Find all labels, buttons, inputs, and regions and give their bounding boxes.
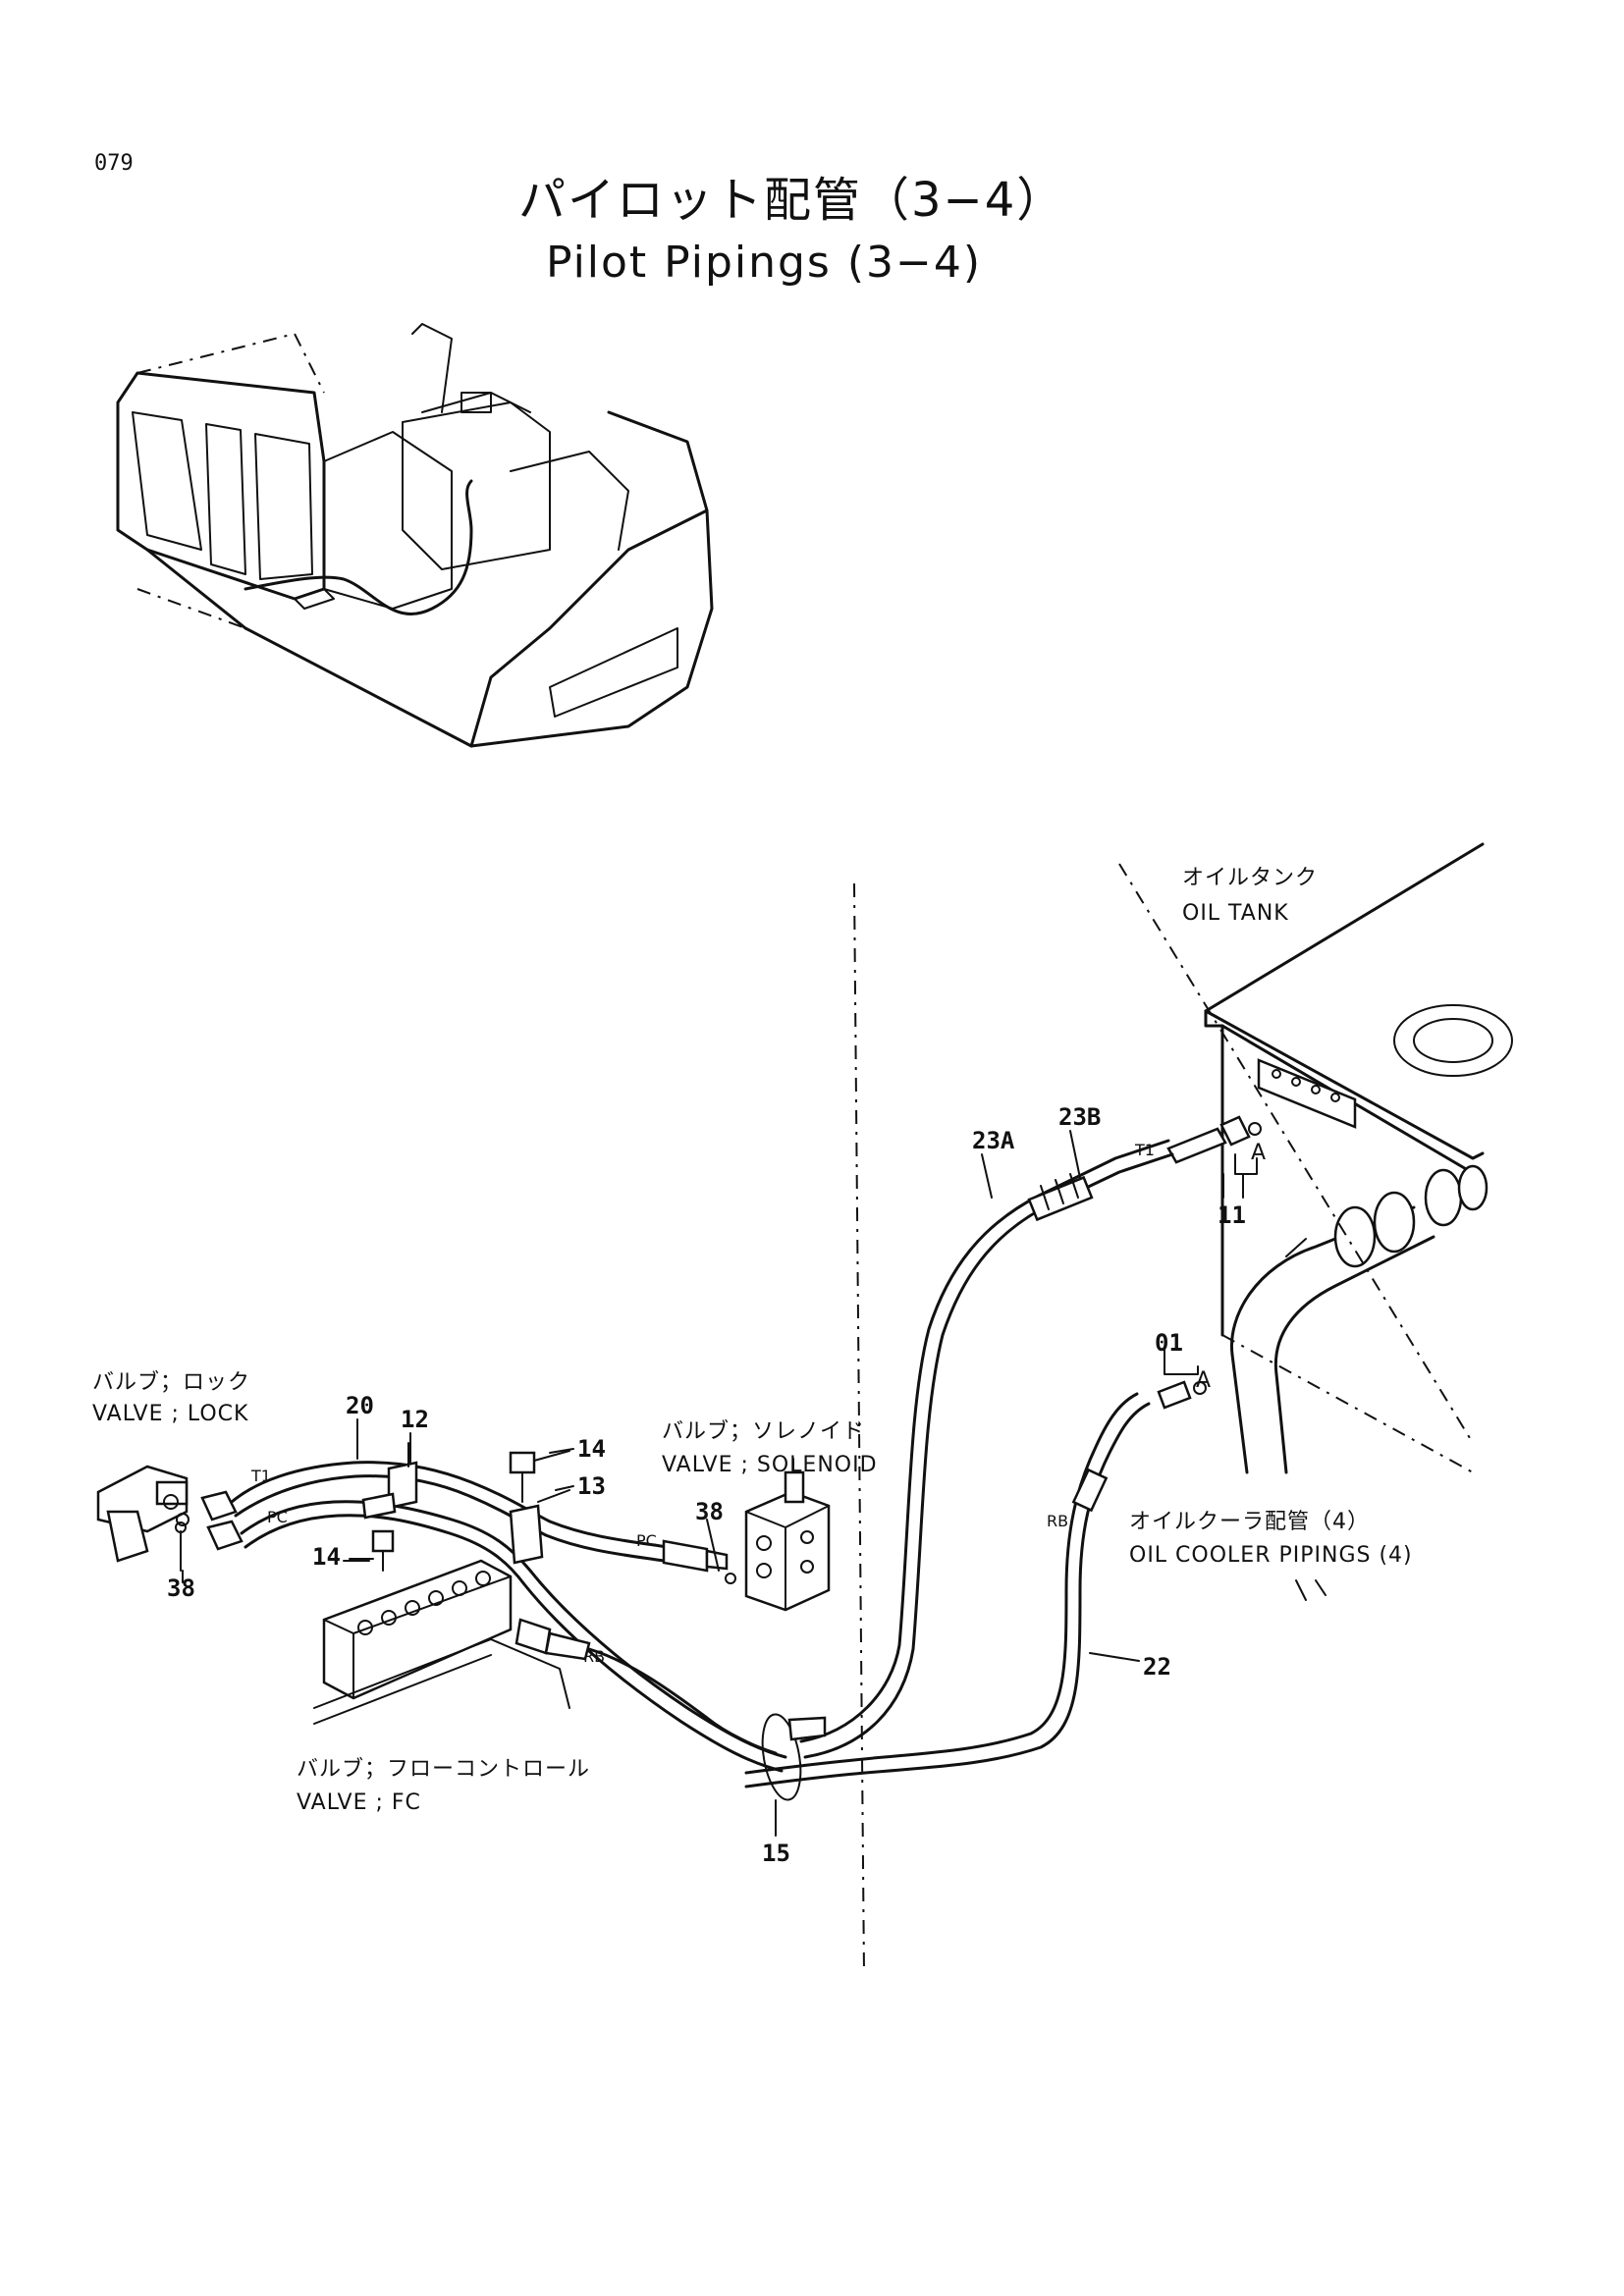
page-title-en: Pilot Pipings (3−4) [546, 238, 983, 288]
oil-cooler-label-en: OIL COOLER PIPINGS (4) [1129, 1543, 1413, 1568]
page-title-jp: パイロット配管（3−4） [518, 173, 1066, 228]
valve-fc-label-en: VALVE ; FC [297, 1790, 421, 1815]
valve-solenoid-label-jp: バルブ；ソレノイド [662, 1419, 866, 1444]
part-number-14-top: 14 [577, 1435, 606, 1463]
part-number-23a: 23A [972, 1127, 1015, 1154]
fc-valve-drawing [313, 1559, 778, 1755]
oil-tank-label-en: OIL TANK [1182, 901, 1289, 926]
valve-lock-label-en: VALVE ; LOCK [92, 1402, 249, 1426]
leader-lines [182, 1130, 1224, 1583]
solenoid-valve-drawing [744, 1458, 831, 1612]
valve-lock-label-jp: バルブ；ロック [92, 1370, 251, 1395]
clamp-13-drawing [509, 1450, 570, 1565]
oil-cooler-label-jp: オイルクーラ配管（4） [1129, 1510, 1370, 1534]
port-label-a-cooler: A [1196, 1368, 1213, 1393]
part-number-12: 12 [401, 1406, 429, 1433]
centerline [853, 882, 865, 1974]
clamp-15-drawing [761, 1713, 827, 1837]
port-label-a-tank: A [1251, 1141, 1268, 1165]
part-number-38-solenoid: 38 [695, 1498, 724, 1525]
hose-20-drawing [230, 1461, 787, 1773]
part-number-23b: 23B [1058, 1103, 1102, 1131]
part-number-20: 20 [346, 1392, 374, 1419]
part-number-38-lock: 38 [167, 1575, 195, 1602]
part-number-14-bottom: 14 [312, 1543, 341, 1571]
oil-tank-drawing [1204, 842, 1513, 1601]
clamp-12-drawing [349, 1442, 418, 1572]
page-number: 079 [94, 151, 134, 176]
tank-fitting-drawing [1166, 1115, 1262, 1199]
lock-valve-drawing [96, 1465, 244, 1572]
part-number-01: 01 [1155, 1329, 1183, 1357]
valve-fc-label-jp: バルブ；フローコントロール [297, 1757, 591, 1782]
part-number-22: 22 [1143, 1653, 1171, 1681]
valve-solenoid-label-en: VALVE ; SOLENOID [662, 1453, 878, 1477]
part-number-15: 15 [762, 1840, 790, 1867]
oil-tank-label-jp: オイルタンク [1182, 866, 1319, 890]
excavator-overview-drawing [116, 323, 714, 748]
hose-22-drawing [744, 1346, 1207, 1789]
port-label-pc-lock: PC [267, 1508, 288, 1526]
hose-23a-drawing [799, 1139, 1174, 1759]
port-label-rb-cooler: RB [1047, 1512, 1069, 1530]
part-number-13: 13 [577, 1472, 606, 1500]
